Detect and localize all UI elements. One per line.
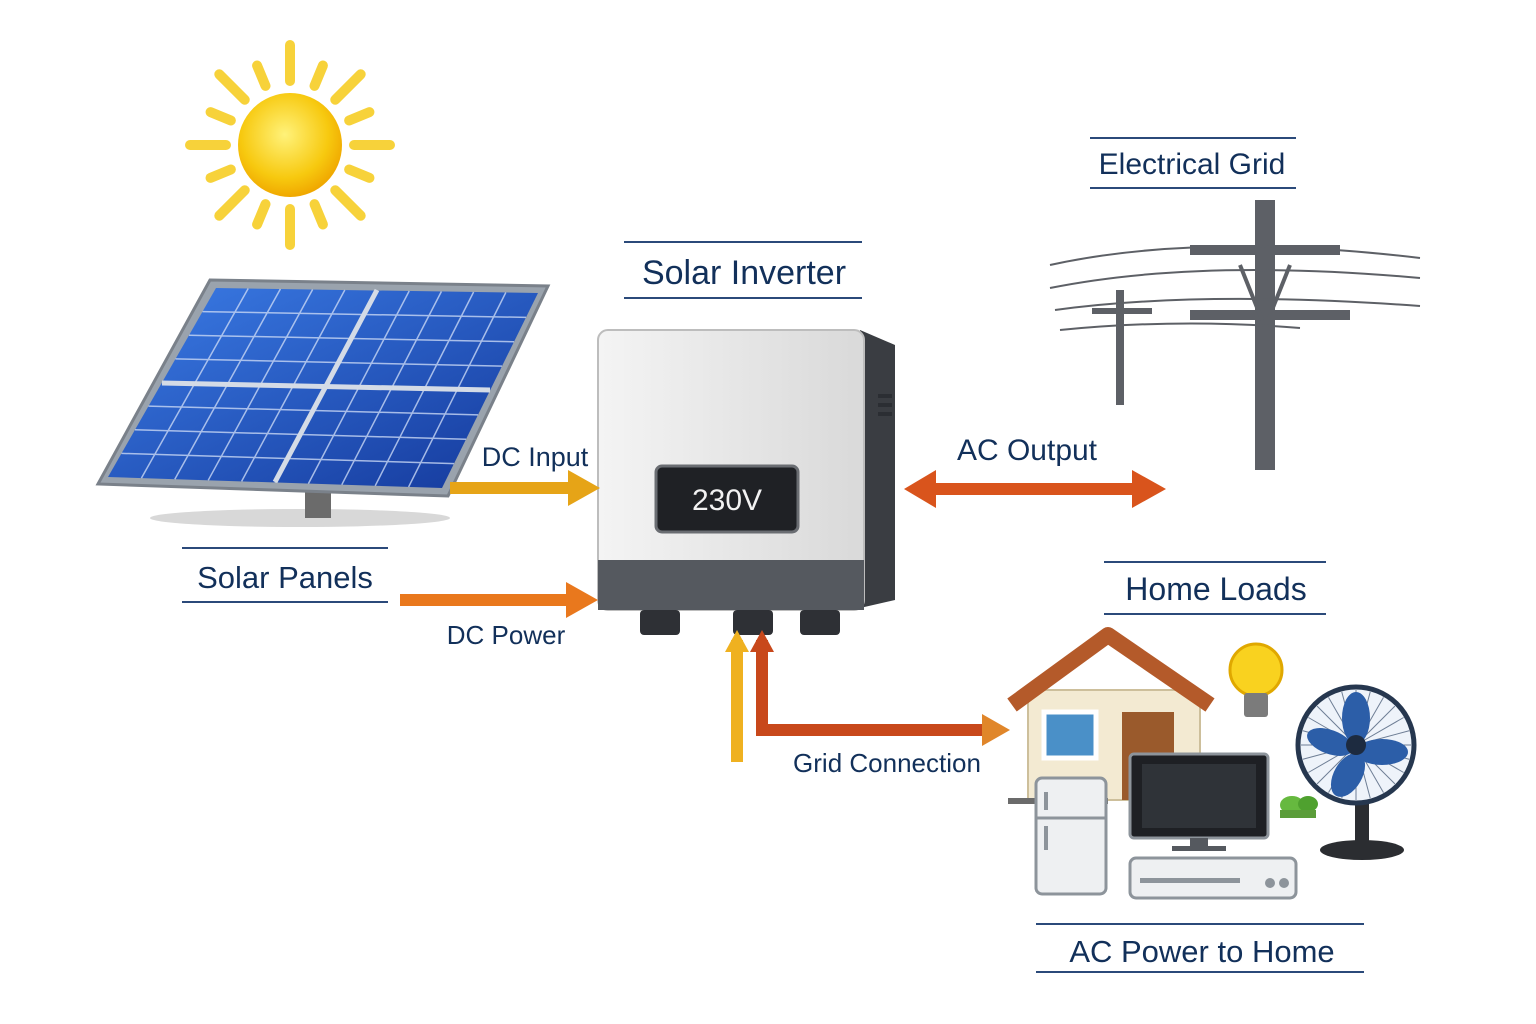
sun-ray: [214, 69, 250, 105]
label-electrical-grid: Electrical Grid: [1090, 137, 1296, 189]
ac-output-arrow: [904, 470, 1166, 508]
svg-text:Home Loads: Home Loads: [1125, 571, 1306, 607]
grid-connection-arrow: [725, 630, 1010, 762]
air-conditioner-icon: [1128, 856, 1298, 900]
sun-ray: [330, 69, 366, 105]
label-solar-panels: Solar Panels: [182, 547, 388, 603]
inverter-icon: 230V: [597, 329, 895, 635]
sun-ray: [205, 164, 236, 183]
svg-text:Electrical Grid: Electrical Grid: [1099, 148, 1286, 181]
label-ac-power-to-home: AC Power to Home: [1036, 923, 1364, 973]
label-dc-power: DC Power: [447, 620, 566, 650]
svg-text:AC Power to Home: AC Power to Home: [1069, 934, 1334, 969]
power-pole-icon: [1049, 200, 1421, 470]
sun-ray: [252, 199, 271, 230]
sun-ray: [214, 185, 250, 221]
sun-ray: [309, 60, 328, 91]
fridge-icon: [1034, 776, 1108, 896]
svg-text:Solar Inverter: Solar Inverter: [642, 254, 846, 292]
svg-text:Solar Panels: Solar Panels: [197, 560, 373, 595]
sun-ray: [309, 199, 328, 230]
dc-input-arrow: [450, 470, 600, 506]
sun-ray: [344, 107, 375, 126]
solar-panel-icon: [95, 278, 551, 527]
sun-ray: [330, 185, 366, 221]
monitor-icon: [1128, 752, 1270, 851]
light-bulb-icon: [1228, 642, 1284, 717]
sun-ray: [252, 60, 271, 91]
label-dc-input: DC Input: [482, 442, 589, 472]
label-solar-inverter: Solar Inverter: [624, 241, 862, 299]
label-ac-output: AC Output: [957, 434, 1098, 467]
inverter-display: 230V: [692, 484, 762, 517]
sun-ray: [344, 164, 375, 183]
sun-icon: [185, 40, 395, 250]
dc-power-arrow: [400, 582, 598, 618]
label-home-loads: Home Loads: [1104, 561, 1326, 615]
sun-ray: [205, 107, 236, 126]
plant-icon: [1280, 796, 1318, 818]
label-grid-connection: Grid Connection: [793, 748, 981, 778]
fan-icon: [1295, 684, 1417, 860]
